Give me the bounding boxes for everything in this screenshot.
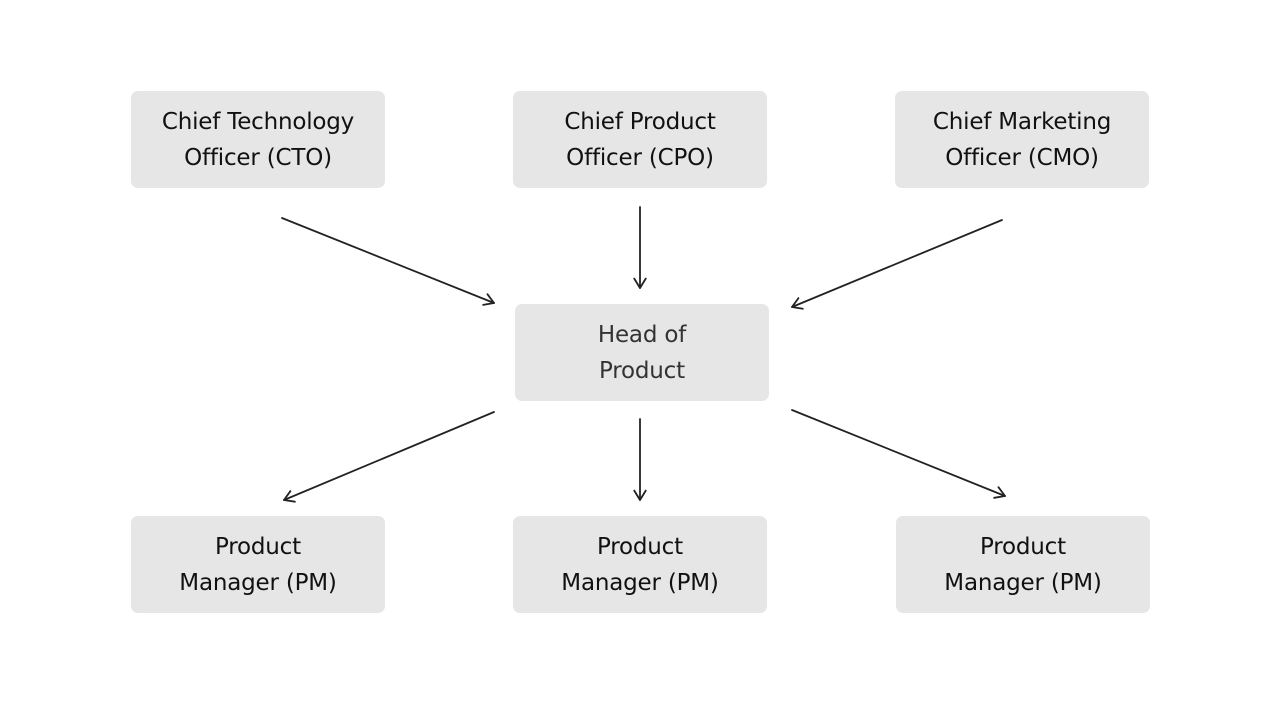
node-cmo-label: Chief Marketing Officer (CMO) — [932, 108, 1112, 171]
node-product-manager-3-label: Product Manager (PM) — [944, 533, 1102, 596]
node-product-manager-3[interactable]: Product Manager (PM) — [896, 516, 1150, 613]
arrowhead-head-pm1 — [283, 490, 296, 503]
arrowhead-head-pm2 — [633, 489, 647, 501]
node-cto[interactable]: Chief Technology Officer (CTO) — [131, 91, 385, 188]
edge-group — [281, 206, 1006, 503]
node-head-of-product-label: Head of Product — [597, 321, 687, 384]
node-product-manager-1-label: Product Manager (PM) — [179, 533, 337, 596]
arrowhead-head-pm3 — [993, 486, 1006, 499]
node-product-manager-2-label: Product Manager (PM) — [561, 533, 719, 596]
arrowhead-cpo-head — [633, 277, 647, 289]
arrowhead-cto-head — [482, 293, 495, 306]
node-cto-label: Chief Technology Officer (CTO) — [161, 108, 355, 171]
node-cpo[interactable]: Chief Product Officer (CPO) — [513, 91, 767, 188]
connector-cmo-head — [791, 219, 1003, 308]
node-cmo[interactable]: Chief Marketing Officer (CMO) — [895, 91, 1149, 188]
arrowhead-cmo-head — [791, 297, 804, 310]
node-product-manager-2[interactable]: Product Manager (PM) — [513, 516, 767, 613]
connector-cto-head — [281, 217, 495, 304]
node-cpo-label: Chief Product Officer (CPO) — [564, 108, 716, 171]
node-head-of-product[interactable]: Head of Product — [515, 304, 769, 401]
node-product-manager-1[interactable]: Product Manager (PM) — [131, 516, 385, 613]
connector-head-pm3 — [791, 409, 1006, 497]
connector-head-pm1 — [283, 411, 495, 501]
